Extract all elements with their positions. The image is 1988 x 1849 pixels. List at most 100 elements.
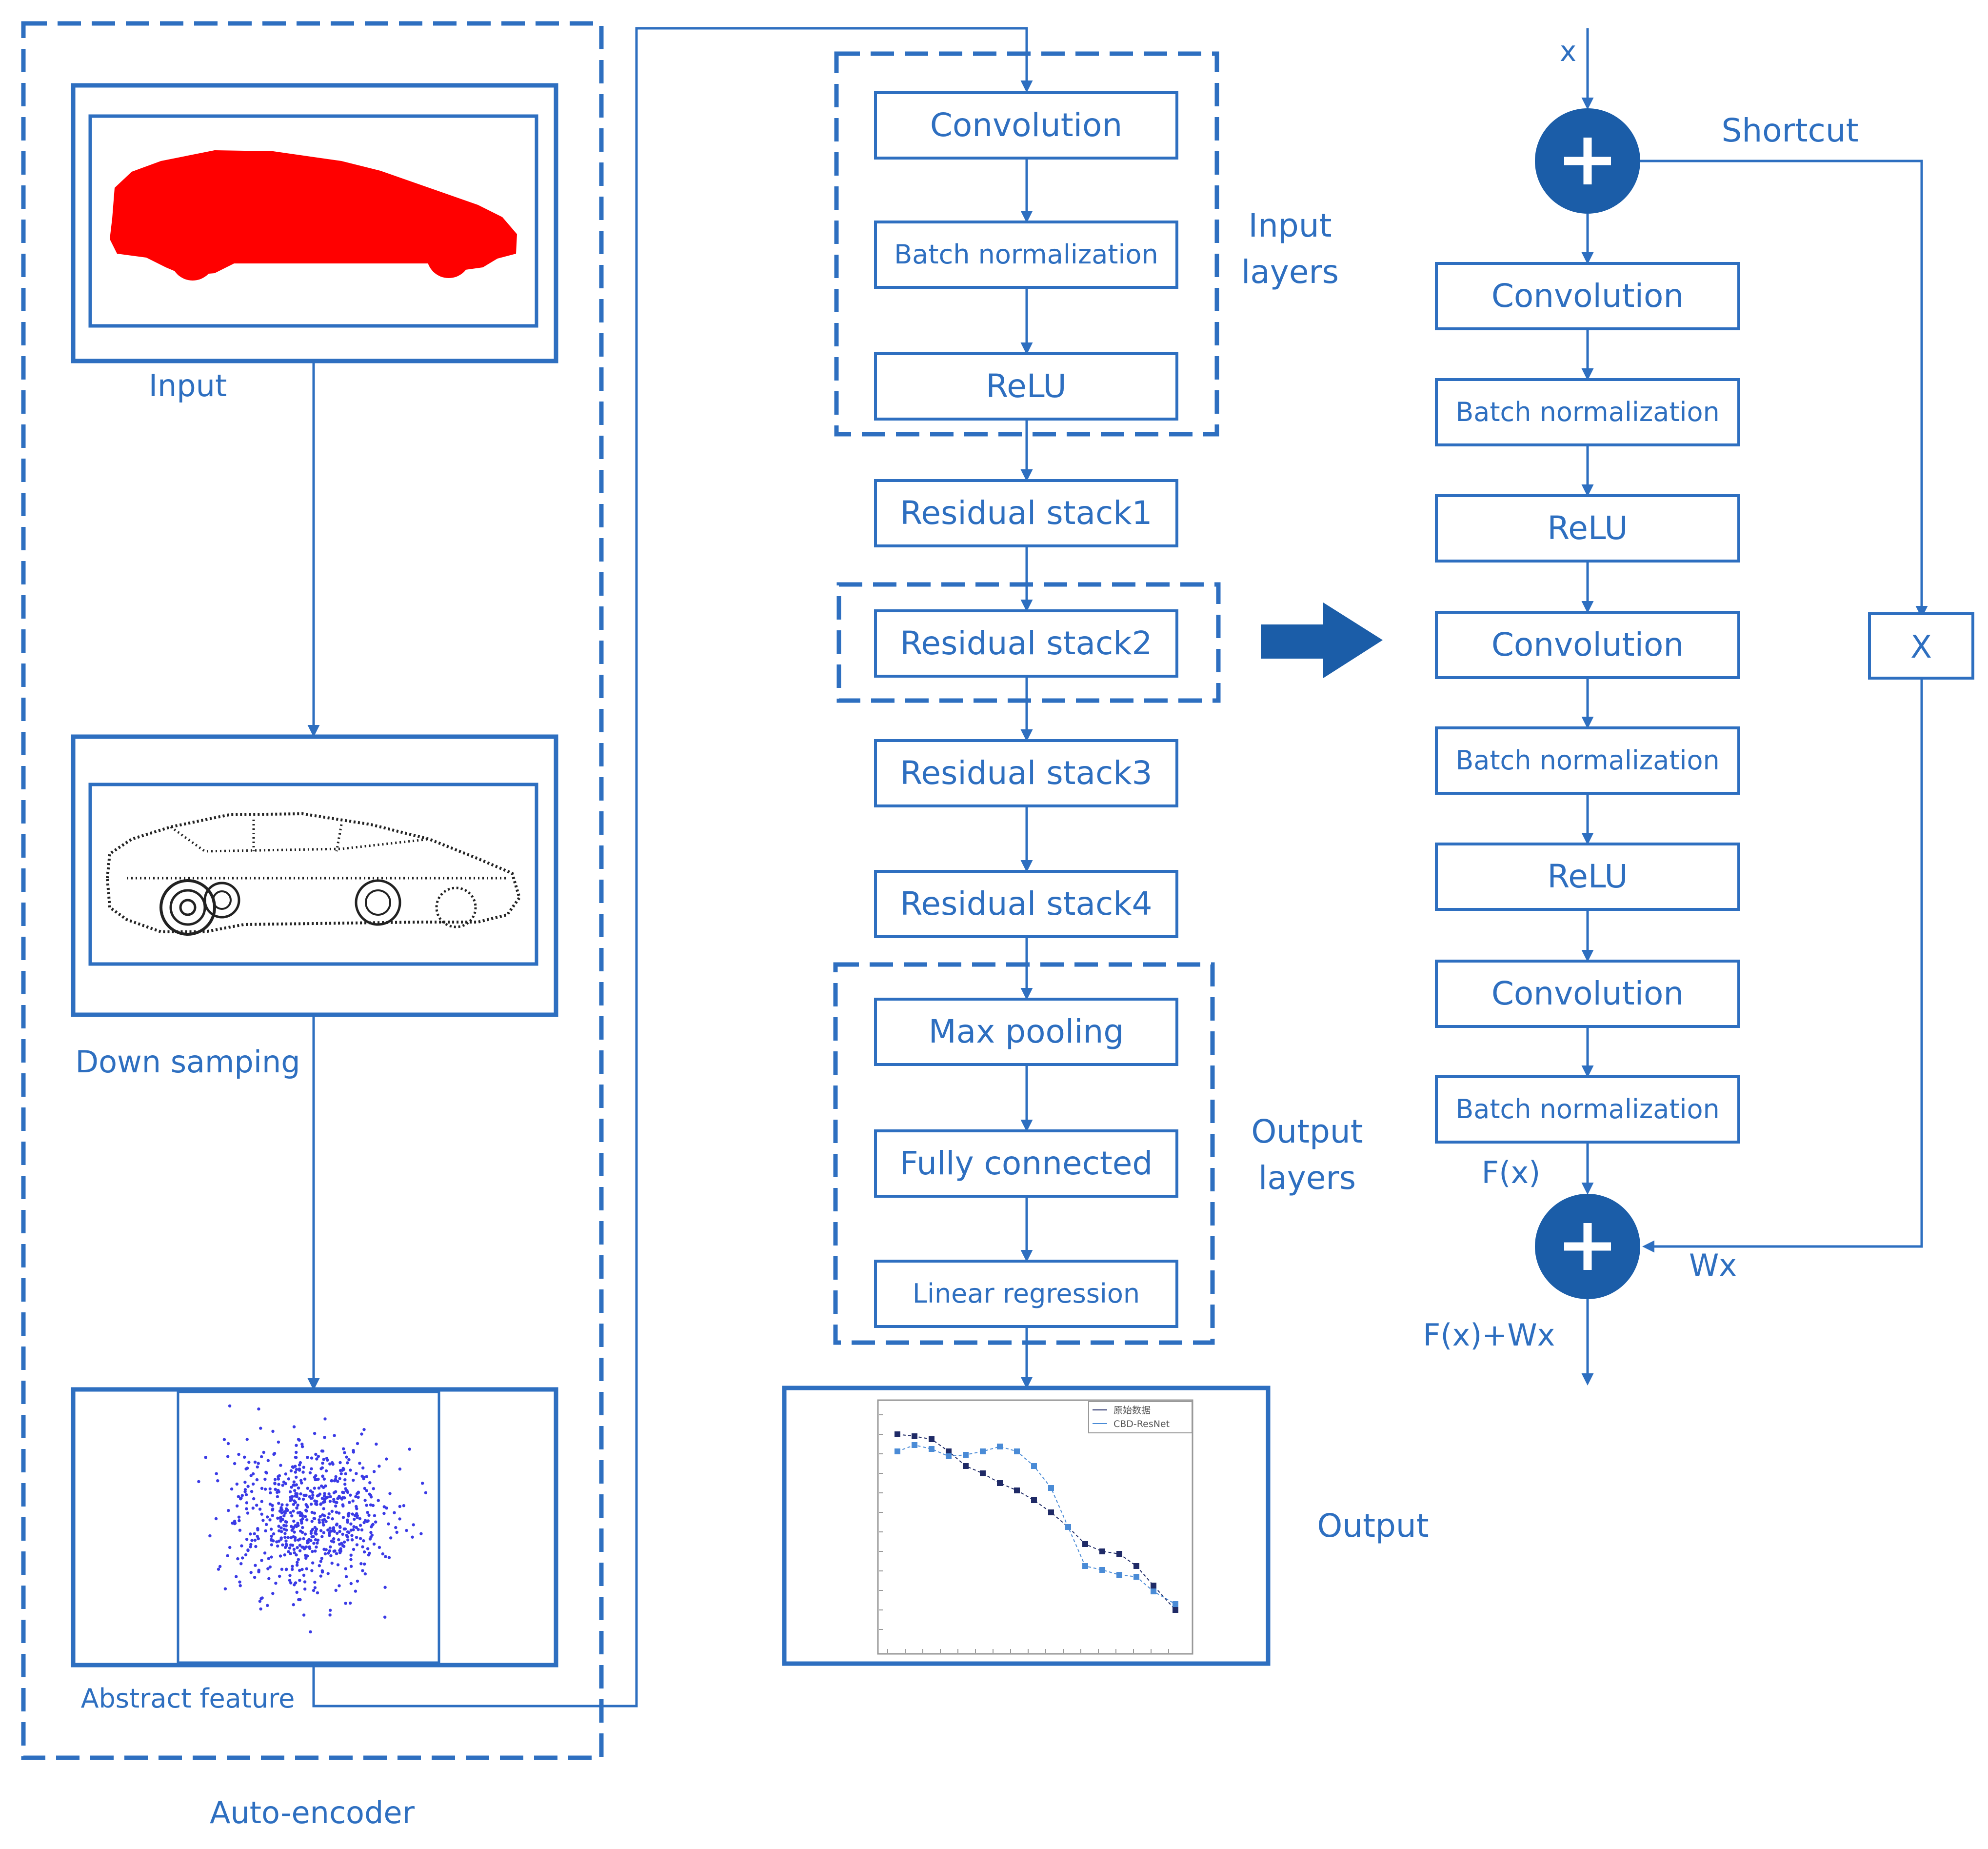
shortcut-return-line (1642, 678, 1923, 1253)
scatter-point (298, 1598, 302, 1602)
scatter-point (324, 1548, 328, 1551)
scatter-point (278, 1516, 282, 1520)
scatter-point (393, 1511, 396, 1514)
scatter-point (358, 1517, 362, 1521)
convolution-box: Convolution (874, 91, 1178, 160)
scatter-point (343, 1483, 347, 1486)
scatter-point (358, 1537, 362, 1540)
scatter-point (278, 1574, 281, 1578)
scatter-point (228, 1546, 232, 1549)
scatter-point (263, 1551, 267, 1555)
scatter-point (288, 1490, 292, 1493)
scatter-point (349, 1468, 352, 1472)
output-series-point (1099, 1567, 1105, 1573)
output-series-point (963, 1463, 969, 1469)
scatter-point (345, 1533, 348, 1537)
scatter-point (337, 1511, 341, 1515)
scatter-point (357, 1528, 360, 1531)
max-pooling-label: Max pooling (929, 1013, 1124, 1050)
input-x-label: x (1560, 35, 1576, 68)
scatter-point (330, 1479, 333, 1483)
scatter-point (262, 1450, 265, 1454)
scatter-point (363, 1487, 366, 1490)
scatter-point (279, 1526, 283, 1529)
scatter-point (305, 1518, 309, 1522)
scatter-point (369, 1535, 373, 1539)
batch-normalization-label: Batch normalization (1455, 1094, 1719, 1125)
scatter-point (320, 1484, 323, 1488)
output-series-point (1099, 1548, 1105, 1554)
scatter-point (389, 1536, 393, 1540)
scatter-point (253, 1460, 257, 1464)
scatter-point (265, 1523, 268, 1526)
car-sketch-image (105, 812, 521, 936)
scatter-point (355, 1526, 358, 1529)
scatter-point (385, 1457, 388, 1461)
scatter-point (287, 1477, 291, 1481)
scatter-point (317, 1494, 320, 1497)
scatter-point (260, 1559, 263, 1562)
scatter-point (233, 1462, 237, 1466)
output-series-point (980, 1470, 986, 1476)
scatter-point (316, 1538, 320, 1542)
scatter-point (335, 1552, 338, 1555)
input-label: Input (149, 368, 227, 403)
scatter-point (255, 1478, 259, 1482)
output-series-point (1082, 1541, 1088, 1547)
scatter-point (289, 1536, 293, 1540)
scatter-point (283, 1553, 286, 1557)
residual-stack2-label: Residual stack2 (900, 624, 1153, 662)
scatter-point (197, 1480, 200, 1484)
output-series-point (1151, 1588, 1156, 1594)
scatter-point (327, 1551, 330, 1555)
scatter-point (238, 1519, 241, 1523)
scatter-point (328, 1613, 332, 1617)
scatter-point (277, 1477, 280, 1481)
scatter-point (270, 1555, 273, 1559)
scatter-point (328, 1531, 331, 1535)
scatter-point (296, 1561, 299, 1564)
scatter-point (309, 1630, 312, 1634)
residual-stack2-highlight (836, 582, 1221, 703)
scatter-point (336, 1563, 340, 1567)
scatter-point (277, 1483, 280, 1486)
output-series-point (1173, 1607, 1178, 1613)
scatter-point (298, 1568, 301, 1572)
scatter-point (365, 1504, 368, 1507)
scatter-point (338, 1477, 341, 1481)
batch-normalization-label: Batch normalization (894, 239, 1158, 270)
scatter-point (355, 1536, 358, 1539)
scatter-point (363, 1499, 367, 1502)
scatter-point (328, 1500, 332, 1503)
scatter-point (317, 1487, 321, 1490)
output-series-point (1065, 1524, 1071, 1530)
scatter-point (347, 1511, 351, 1515)
scatter-point (365, 1520, 369, 1523)
scatter-point (362, 1550, 366, 1554)
scatter-point (303, 1580, 307, 1584)
scatter-point (369, 1503, 373, 1507)
fx-plus-wx-label: F(x)+Wx (1423, 1317, 1555, 1353)
scatter-point (313, 1511, 317, 1515)
scatter-point (282, 1480, 286, 1484)
scatter-point (372, 1487, 375, 1490)
scatter-point (292, 1548, 296, 1551)
scatter-point (362, 1539, 365, 1543)
scatter-point (269, 1527, 273, 1531)
connector-abstract-to-network (312, 27, 1033, 1708)
scatter-point (256, 1534, 259, 1538)
batch-normalization-box: Batch normalization (1435, 378, 1740, 446)
scatter-point (227, 1509, 230, 1512)
scatter-point (285, 1503, 289, 1507)
scatter-point (215, 1472, 218, 1475)
scatter-point (324, 1469, 328, 1473)
scatter-point (296, 1522, 299, 1525)
scatter-point (277, 1490, 280, 1494)
scatter-point (363, 1572, 367, 1576)
scatter-point (295, 1553, 298, 1557)
scatter-point (260, 1487, 264, 1490)
scatter-point (334, 1475, 338, 1479)
scatter-point (398, 1505, 401, 1508)
scatter-point (295, 1564, 299, 1567)
scatter-point (303, 1515, 307, 1518)
